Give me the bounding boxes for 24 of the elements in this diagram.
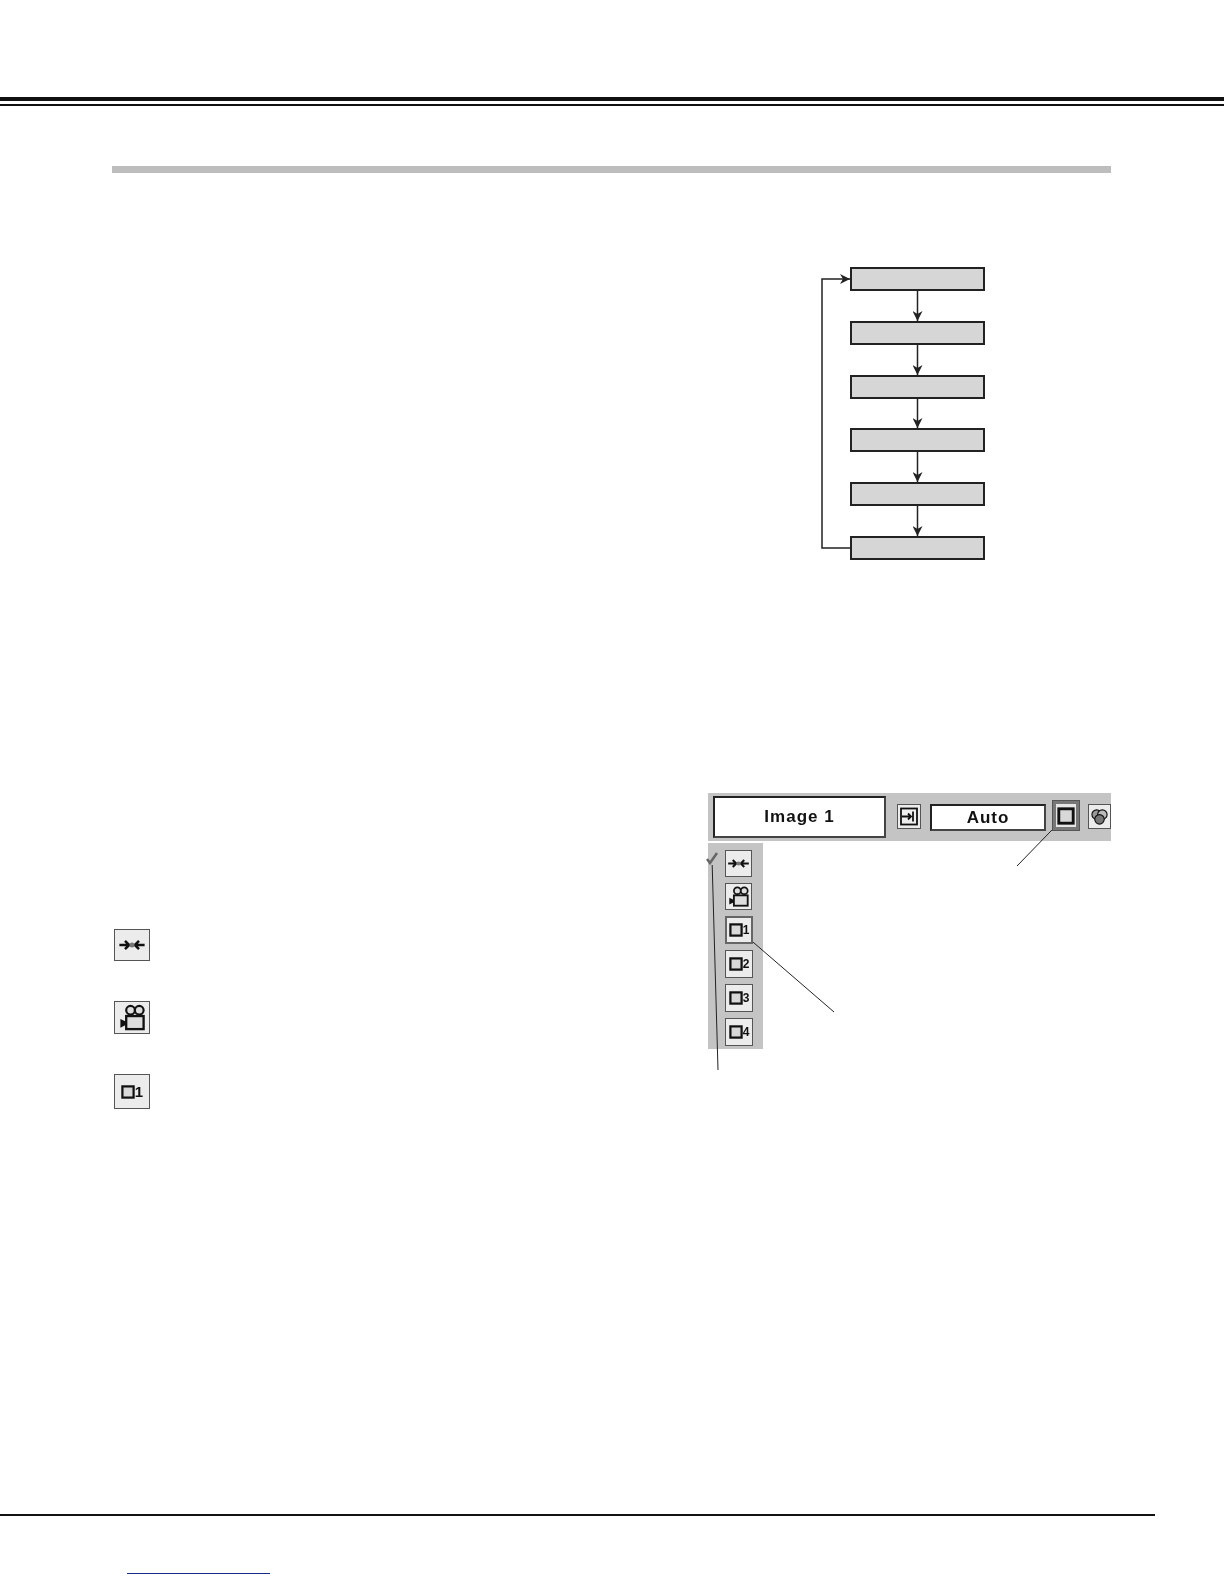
arrow bbox=[912, 451, 923, 483]
arrow bbox=[912, 398, 923, 429]
process-box bbox=[850, 428, 985, 452]
process-box bbox=[850, 482, 985, 506]
image-level-button: 1 bbox=[725, 916, 753, 944]
leader-line bbox=[1016, 829, 1053, 867]
image-level-button: 1 bbox=[114, 1074, 150, 1109]
process-box bbox=[850, 536, 985, 560]
mode-field: Auto bbox=[930, 804, 1046, 831]
arrow bbox=[912, 290, 923, 322]
image-level-button: 4 bbox=[725, 1018, 753, 1046]
image-level-button: 3 bbox=[725, 984, 753, 1012]
arrow bbox=[821, 274, 851, 549]
process-box bbox=[850, 321, 985, 345]
image-level-field: Image 1 bbox=[713, 796, 886, 838]
arrow bbox=[912, 344, 923, 376]
leader-line bbox=[752, 941, 835, 1013]
frame-icon bbox=[1052, 800, 1080, 831]
arrow bbox=[912, 505, 923, 537]
leader-line bbox=[711, 864, 719, 1071]
process-box bbox=[850, 267, 985, 291]
process-box bbox=[850, 375, 985, 399]
check-icon bbox=[706, 851, 718, 865]
image-level-button: 2 bbox=[725, 950, 753, 978]
